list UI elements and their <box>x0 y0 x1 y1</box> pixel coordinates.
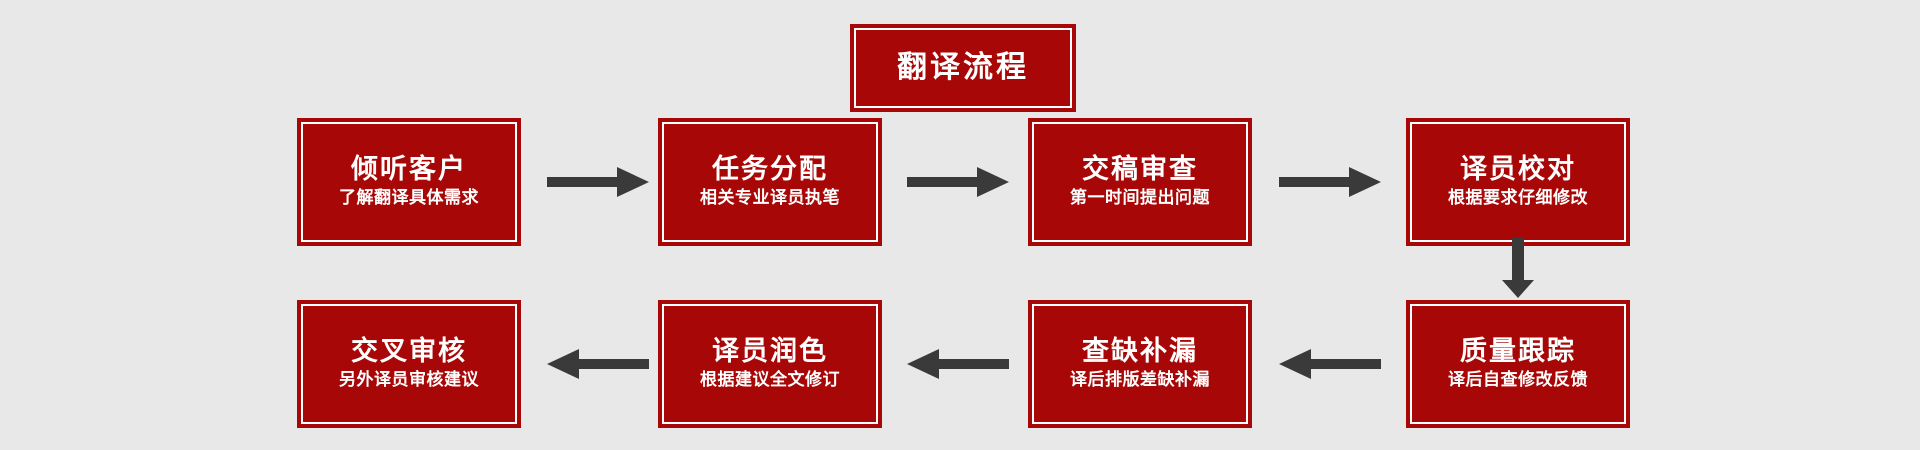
node-draft-review: 交稿审查 第一时间提出问题 <box>1028 118 1252 246</box>
node-subtitle: 第一时间提出问题 <box>1070 188 1210 209</box>
node-title: 倾听客户 <box>351 153 467 185</box>
node-listen-to-customer: 倾听客户 了解翻译具体需求 <box>297 118 521 246</box>
node-cross-review: 交叉审核 另外译员审核建议 <box>297 300 521 428</box>
node-task-assignment: 任务分配 相关专业译员执笔 <box>658 118 882 246</box>
node-subtitle: 相关专业译员执笔 <box>700 188 840 209</box>
arrow-down-icon <box>1502 238 1534 298</box>
node-quality-tracking: 质量跟踪 译后自查修改反馈 <box>1406 300 1630 428</box>
arrow-left-icon <box>1279 349 1381 379</box>
node-title: 交稿审查 <box>1082 153 1198 185</box>
node-title: 译员润色 <box>712 335 828 367</box>
node-subtitle: 了解翻译具体需求 <box>339 188 479 209</box>
arrow-right-icon <box>547 167 649 197</box>
node-title: 译员校对 <box>1460 153 1576 185</box>
node-title: 交叉审核 <box>351 335 467 367</box>
arrow-left-icon <box>547 349 649 379</box>
node-title: 任务分配 <box>712 153 828 185</box>
node-subtitle: 根据要求仔细修改 <box>1448 188 1588 209</box>
node-translator-proofreading: 译员校对 根据要求仔细修改 <box>1406 118 1630 246</box>
arrow-left-icon <box>907 349 1009 379</box>
node-subtitle: 译后排版差缺补漏 <box>1070 370 1210 391</box>
flowchart-title-node: 翻译流程 <box>850 24 1076 112</box>
arrow-right-icon <box>907 167 1009 197</box>
node-translator-polishing: 译员润色 根据建议全文修订 <box>658 300 882 428</box>
arrow-right-icon <box>1279 167 1381 197</box>
flowchart-title-text: 翻译流程 <box>897 50 1029 86</box>
node-subtitle: 根据建议全文修订 <box>700 370 840 391</box>
node-title: 质量跟踪 <box>1460 335 1576 367</box>
node-subtitle: 另外译员审核建议 <box>339 370 479 391</box>
node-gap-filling: 查缺补漏 译后排版差缺补漏 <box>1028 300 1252 428</box>
node-title: 查缺补漏 <box>1082 335 1198 367</box>
node-subtitle: 译后自查修改反馈 <box>1448 370 1588 391</box>
